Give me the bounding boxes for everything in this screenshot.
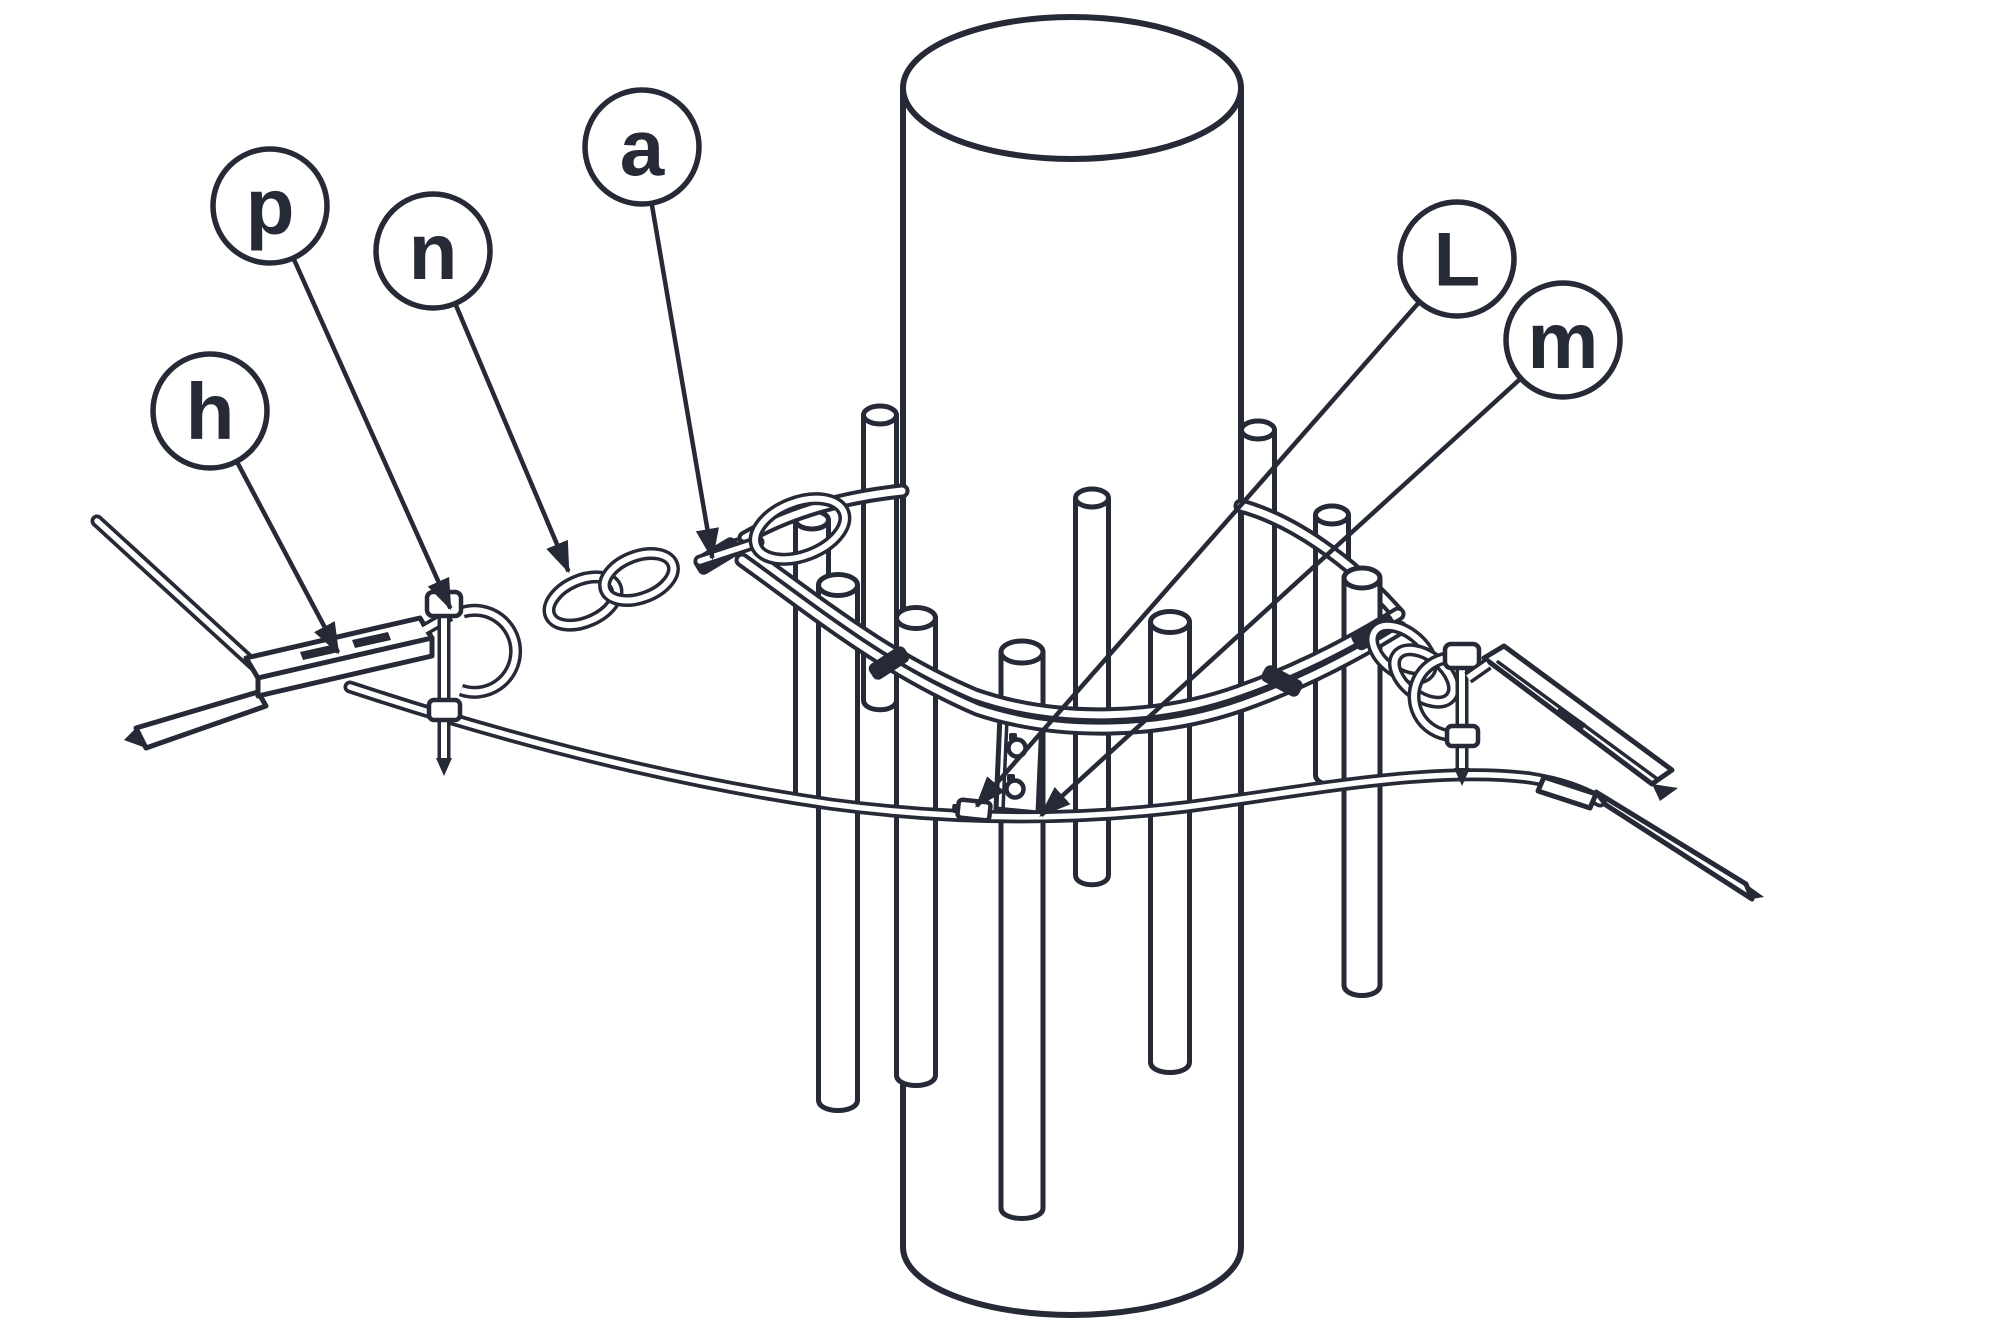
pole-bottom-arc [900, 1244, 1244, 1318]
pin-tip [436, 758, 452, 776]
callout-label-m: m [1527, 296, 1598, 385]
cable-tail-right [1593, 789, 1755, 902]
peg [894, 605, 938, 1088]
callout-leader-n [453, 302, 571, 574]
peg [1148, 609, 1192, 1075]
pin-tip [1454, 768, 1470, 786]
callout-leader-h [234, 460, 341, 655]
pole-top-ellipse [900, 14, 1244, 162]
shackle-left [424, 589, 523, 776]
callout-label-L: L [1434, 218, 1480, 303]
wedge-clamp-right [1464, 643, 1764, 902]
callout-circle-h [150, 351, 270, 471]
callout-label-h: h [186, 367, 235, 456]
peg [816, 572, 860, 1113]
callouts: h p n aLm [150, 87, 1623, 817]
callout-circle-m [1503, 280, 1623, 400]
peg [1239, 418, 1277, 703]
clamp-body-side [255, 635, 435, 699]
cable-tail-left [133, 689, 269, 751]
callout-circle-p [210, 146, 330, 266]
span-cable [90, 514, 1607, 824]
clamp-slot [352, 632, 391, 648]
cable-tail-tip [124, 728, 146, 748]
sling-ferrule [1261, 665, 1303, 697]
callout-label-a: a [620, 103, 665, 192]
cable-sleeve-right [1535, 774, 1599, 811]
peg [1073, 486, 1111, 888]
callout-label-n: n [409, 207, 458, 296]
callout-circle-n [373, 191, 493, 311]
cable-tail-tip [1746, 884, 1764, 899]
wedge-clamp-left [124, 609, 454, 751]
callout-leader-m [1039, 376, 1523, 817]
pin-collar [1444, 723, 1481, 749]
wire-rope-sling-front [730, 537, 1408, 736]
callout-leader-p [291, 257, 453, 611]
pin-collar [426, 697, 463, 723]
callout-leader-a [649, 202, 719, 561]
plate-bolt [1004, 778, 1026, 800]
left-attachment-hardware [542, 492, 852, 632]
cable-clip [951, 797, 993, 823]
callout-circle-L [1397, 199, 1517, 319]
clamp-tip [1652, 784, 1678, 801]
callout-circle-a [582, 87, 702, 207]
sling-ferrule [868, 646, 910, 680]
shackle-right [1407, 641, 1482, 786]
clamp-body [1481, 643, 1675, 787]
clamp-slot [1555, 706, 1586, 732]
pin-head [1442, 641, 1482, 671]
callout-label-p: p [246, 162, 295, 251]
callout-leader-L [974, 300, 1422, 808]
cable-clip-body [955, 797, 993, 823]
